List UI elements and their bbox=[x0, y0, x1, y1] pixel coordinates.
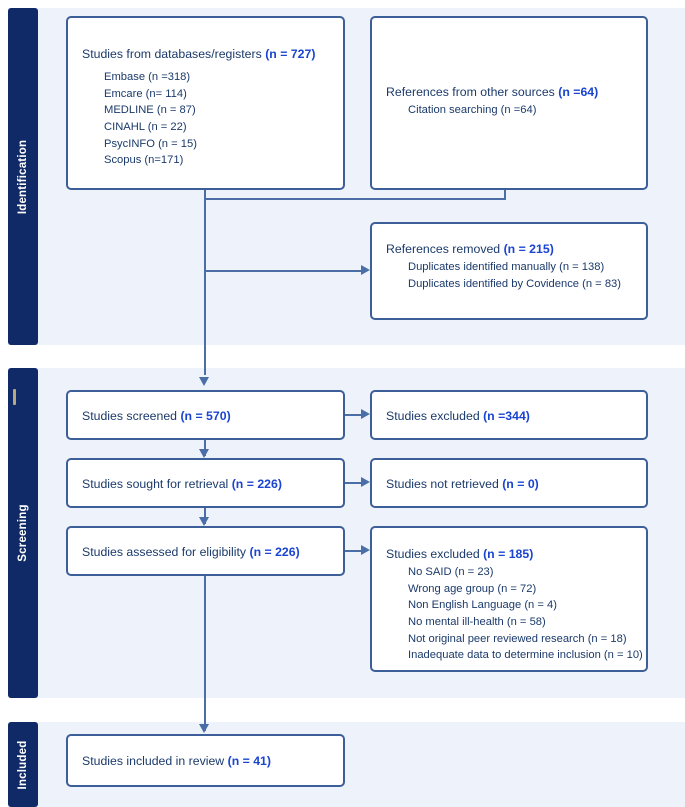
box-assessed-for-eligibility-count: (n = 226) bbox=[249, 545, 300, 559]
box-studies-screened-count: (n = 570) bbox=[180, 409, 231, 423]
box-other-sources-count: (n =64) bbox=[558, 85, 599, 99]
arrowhead-assessed-to-excluded bbox=[361, 545, 370, 555]
box-sought-for-retrieval: Studies sought for retrieval (n = 226) bbox=[66, 458, 345, 508]
box-sought-for-retrieval-count: (n = 226) bbox=[231, 477, 282, 491]
list-item: Not original peer reviewed research (n =… bbox=[408, 632, 627, 645]
connector-merge-horizontal bbox=[204, 198, 506, 200]
list-item: Citation searching (n =64) bbox=[408, 104, 537, 117]
list-item: PsycINFO (n = 15) bbox=[104, 137, 197, 150]
box-databases-registers: Studies from databases/registers (n = 72… bbox=[66, 16, 345, 190]
box-references-removed-list: Duplicates identified manually (n = 138)… bbox=[408, 259, 636, 292]
box-studies-screened: Studies screened (n = 570) bbox=[66, 390, 345, 440]
box-other-sources-title-text: References from other sources bbox=[386, 85, 559, 99]
connector-assessed-to-included bbox=[204, 576, 206, 731]
box-studies-excluded-eligibility-title: Studies excluded (n = 185) bbox=[386, 546, 636, 562]
box-studies-excluded-eligibility-count: (n = 185) bbox=[483, 547, 534, 561]
stage-label-identification: Identification bbox=[17, 139, 29, 214]
box-assessed-for-eligibility-title-text: Studies assessed for eligibility bbox=[82, 545, 250, 559]
list-item: Scopus (n=171) bbox=[104, 154, 184, 167]
list-item: Wrong age group (n = 72) bbox=[408, 582, 537, 595]
connector-screened-to-excluded bbox=[345, 414, 361, 416]
list-item: Non English Language (n = 4) bbox=[408, 599, 557, 612]
connector-sought-to-not-retrieved bbox=[345, 482, 361, 484]
box-studies-screened-title: Studies screened (n = 570) bbox=[82, 408, 333, 424]
list-item: Embase (n =318) bbox=[104, 71, 191, 84]
arrowhead-sought-to-assessed bbox=[199, 517, 209, 526]
box-studies-excluded-screening-count: (n =344) bbox=[483, 409, 530, 423]
box-databases-title-text: Studies from databases/registers bbox=[82, 47, 266, 61]
list-item: CINAHL (n = 22) bbox=[104, 120, 187, 133]
box-references-removed-count: (n = 215) bbox=[503, 242, 554, 256]
box-studies-excluded-eligibility: Studies excluded (n = 185) No SAID (n = … bbox=[370, 526, 648, 672]
box-not-retrieved-title: Studies not retrieved (n = 0) bbox=[386, 476, 636, 492]
arrowhead-to-included bbox=[199, 724, 209, 733]
box-studies-excluded-eligibility-title-text: Studies excluded bbox=[386, 547, 484, 561]
list-item: Duplicates identified manually (n = 138) bbox=[408, 261, 605, 274]
arrowhead-screened-to-excluded bbox=[361, 409, 370, 419]
stage-tab-screening: Screening bbox=[8, 368, 38, 698]
box-assessed-for-eligibility: Studies assessed for eligibility (n = 22… bbox=[66, 526, 345, 576]
box-not-retrieved-count: (n = 0) bbox=[502, 477, 539, 491]
box-studies-screened-title-text: Studies screened bbox=[82, 409, 181, 423]
arrowhead-sought-to-not-retrieved bbox=[361, 477, 370, 487]
connector-sought-to-assessed bbox=[204, 508, 206, 524]
box-studies-excluded-screening-title-text: Studies excluded bbox=[386, 409, 484, 423]
arrowhead-to-references-removed bbox=[361, 265, 370, 275]
connector-other-sources-down bbox=[504, 190, 506, 200]
stage-tab-identification: Identification bbox=[8, 8, 38, 345]
box-assessed-for-eligibility-title: Studies assessed for eligibility (n = 22… bbox=[82, 544, 333, 560]
list-item: Duplicates identified by Covidence (n = … bbox=[408, 277, 621, 290]
stage-tab-included: Included bbox=[8, 722, 38, 807]
connector-databases-down bbox=[204, 190, 206, 375]
box-databases-title: Studies from databases/registers (n = 72… bbox=[82, 46, 333, 62]
box-other-sources-title: References from other sources (n =64) bbox=[386, 84, 636, 100]
connector-screened-to-sought bbox=[204, 440, 206, 456]
stage-label-screening: Screening bbox=[17, 504, 29, 562]
box-included-in-review: Studies included in review (n = 41) bbox=[66, 734, 345, 787]
connector-assessed-to-excluded bbox=[345, 550, 361, 552]
stage-label-included: Included bbox=[17, 740, 29, 789]
box-eligibility-exclusion-reasons: No SAID (n = 23) Wrong age group (n = 72… bbox=[408, 564, 643, 663]
connector-to-references-removed bbox=[204, 270, 361, 272]
box-included-in-review-title-text: Studies included in review bbox=[82, 754, 228, 768]
box-references-removed-title-text: References removed bbox=[386, 242, 504, 256]
list-item: Inadequate data to determine inclusion (… bbox=[408, 649, 643, 662]
box-sought-for-retrieval-title-text: Studies sought for retrieval bbox=[82, 477, 232, 491]
box-databases-count: (n = 727) bbox=[265, 47, 316, 61]
box-included-in-review-title: Studies included in review (n = 41) bbox=[82, 753, 333, 769]
box-studies-excluded-screening: Studies excluded (n =344) bbox=[370, 390, 648, 440]
stage-tab-tick bbox=[13, 389, 16, 405]
list-item: MEDLINE (n = 87) bbox=[104, 104, 196, 117]
box-included-in-review-count: (n = 41) bbox=[227, 754, 271, 768]
box-studies-excluded-screening-title: Studies excluded (n =344) bbox=[386, 408, 636, 424]
box-sought-for-retrieval-title: Studies sought for retrieval (n = 226) bbox=[82, 476, 333, 492]
arrowhead-screened-to-sought bbox=[199, 449, 209, 458]
box-other-sources-list: Citation searching (n =64) bbox=[408, 102, 636, 119]
arrowhead-to-screened bbox=[199, 377, 209, 386]
box-other-sources: References from other sources (n =64) Ci… bbox=[370, 16, 648, 190]
box-databases-source-list: Embase (n =318) Emcare (n= 114) MEDLINE … bbox=[104, 69, 333, 168]
box-not-retrieved: Studies not retrieved (n = 0) bbox=[370, 458, 648, 508]
box-references-removed-title: References removed (n = 215) bbox=[386, 241, 636, 257]
box-references-removed: References removed (n = 215) Duplicates … bbox=[370, 222, 648, 320]
list-item: No mental ill-health (n = 58) bbox=[408, 615, 546, 628]
list-item: No SAID (n = 23) bbox=[408, 566, 494, 579]
list-item: Emcare (n= 114) bbox=[104, 87, 187, 100]
box-not-retrieved-title-text: Studies not retrieved bbox=[386, 477, 503, 491]
